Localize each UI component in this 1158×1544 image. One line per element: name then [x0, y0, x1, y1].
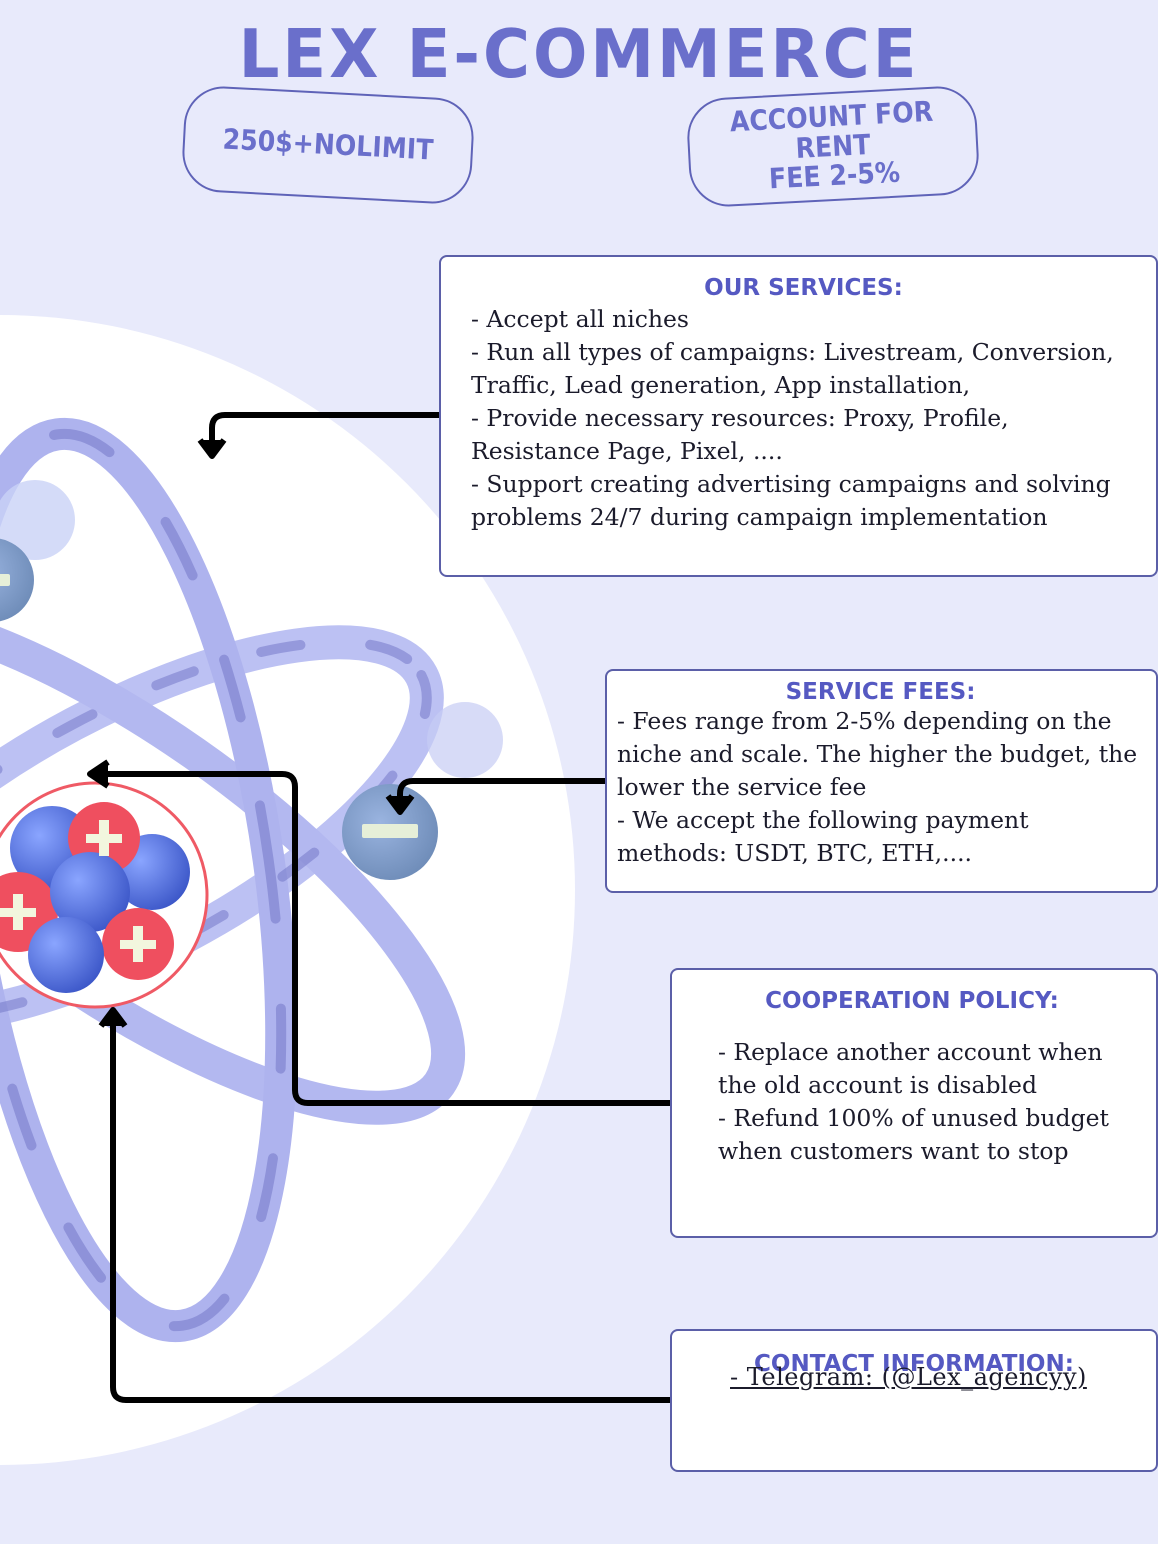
rent-badge: ACCOUNT FOR RENT FEE 2-5% [685, 84, 981, 209]
policy-item: - Refund 100% of unused budget when cust… [718, 1104, 1109, 1165]
policy-box: COOPERATION POLICY: - Replace another ac… [670, 968, 1158, 1238]
services-item: - Run all types of campaigns: Livestream… [471, 338, 1114, 399]
price-badge: 250$+NOLIMIT [180, 84, 476, 206]
fees-item: - Fees range from 2-5% depending on the … [617, 707, 1138, 801]
services-item: - Provide necessary resources: Proxy, Pr… [471, 404, 1009, 465]
page-title: LEX E-COMMERCE [238, 16, 920, 94]
rent-badge-line1: ACCOUNT FOR RENT [729, 95, 934, 165]
policy-item: - Replace another account when the old a… [718, 1038, 1103, 1099]
services-item: - Accept all niches [471, 305, 689, 333]
services-heading: OUR SERVICES: [704, 275, 903, 301]
rent-badge-line2: FEE 2-5% [768, 155, 901, 196]
services-box: OUR SERVICES: - Accept all niches - Run … [439, 255, 1158, 577]
fees-box: SERVICE FEES: - Fees range from 2-5% dep… [605, 669, 1158, 893]
fees-heading: SERVICE FEES: [785, 679, 976, 705]
contact-heading: CONTACT INFORMATION: [754, 1351, 1074, 1377]
electron-right [342, 784, 438, 880]
connector-arrow-icon [87, 412, 670, 1403]
electron-left [0, 538, 34, 622]
nucleus [0, 781, 209, 1009]
fees-item: - We accept the following payment method… [617, 806, 1029, 867]
services-item: - Support creating advertising campaigns… [471, 470, 1111, 531]
policy-heading: COOPERATION POLICY: [765, 988, 1059, 1014]
telegram-link[interactable]: - Telegram: (@Lex_agencyy) [730, 1363, 1087, 1391]
contact-box: CONTACT INFORMATION: - Telegram: (@Lex_a… [670, 1329, 1158, 1472]
